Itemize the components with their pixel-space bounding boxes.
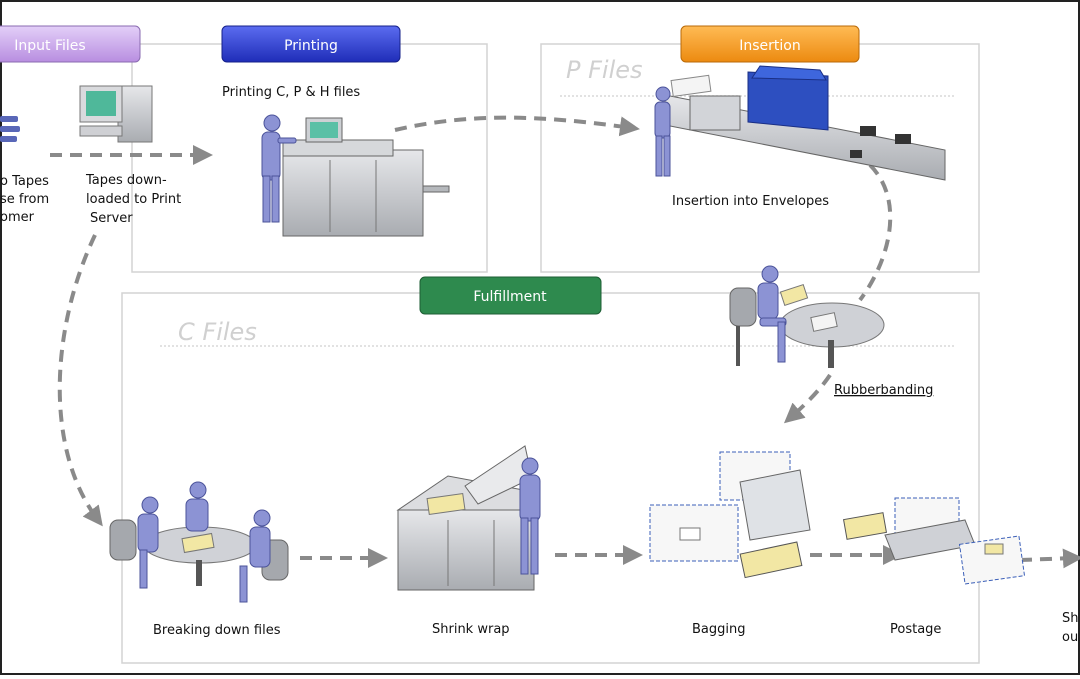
caption-insertion-envelopes: Insertion into Envelopes [672, 194, 829, 209]
operators-breaking-down-icon [137, 481, 271, 603]
caption-download-3: Server [90, 211, 133, 226]
rubberbanding-table-icon [729, 284, 885, 368]
arrow-print-to-insertion [394, 115, 640, 137]
operator-insertion-icon [654, 86, 671, 177]
caption-tapes-2: se from [0, 192, 49, 207]
p-files-label: P Files [566, 56, 643, 84]
arrow-server-to-breakdown [57, 234, 103, 527]
insertion-machine-icon [664, 65, 946, 181]
fulfillment-tab: Fulfillment [419, 276, 602, 315]
flow-arrows [50, 115, 1080, 569]
caption-printing-files: Printing C, P & H files [222, 85, 360, 100]
caption-shrink-wrap: Shrink wrap [432, 622, 510, 637]
operator-shrink-wrap-icon [519, 457, 541, 575]
input-files-tab-label: Input Files [14, 38, 85, 54]
input-files-tab: Input Files [0, 25, 141, 63]
insertion-tab: Insertion [680, 25, 860, 63]
caption-download-2: loaded to Print [86, 192, 181, 207]
bagging-envelopes-icon [649, 451, 811, 579]
tapes-icon [0, 116, 20, 142]
insertion-tab-label: Insertion [739, 38, 800, 54]
shrink-wrap-machine-icon [396, 445, 535, 591]
operator-printing-icon [261, 114, 297, 223]
print-server-icon [79, 85, 153, 143]
caption-breaking-down: Breaking down files [153, 623, 281, 638]
caption-download-1: Tapes down- [85, 173, 167, 188]
caption-tapes-1: o Tapes [0, 174, 49, 189]
caption-tapes-3: omer [0, 210, 35, 225]
postage-envelopes-icon [842, 497, 1026, 585]
c-files-label: C Files [178, 318, 257, 346]
caption-ship-1: Sh [1062, 611, 1079, 626]
fulfillment-panel [121, 292, 980, 664]
arrow-insertion-to-rubberband [858, 163, 893, 302]
caption-rubberbanding: Rubberbanding [834, 383, 933, 398]
operator-rubberbanding-icon [757, 265, 787, 363]
arrow-rubberband-to-bagging [783, 373, 832, 424]
arrow-postage-to-ship [1019, 548, 1080, 569]
printing-tab-label: Printing [284, 38, 338, 54]
caption-postage: Postage [890, 622, 941, 637]
printer-machine-icon [282, 117, 450, 237]
printing-tab: Printing [221, 25, 401, 63]
breaking-down-table-icon [109, 519, 289, 586]
fulfillment-tab-label: Fulfillment [473, 289, 547, 305]
caption-bagging: Bagging [692, 622, 746, 637]
caption-ship-2: ou [1062, 630, 1078, 645]
